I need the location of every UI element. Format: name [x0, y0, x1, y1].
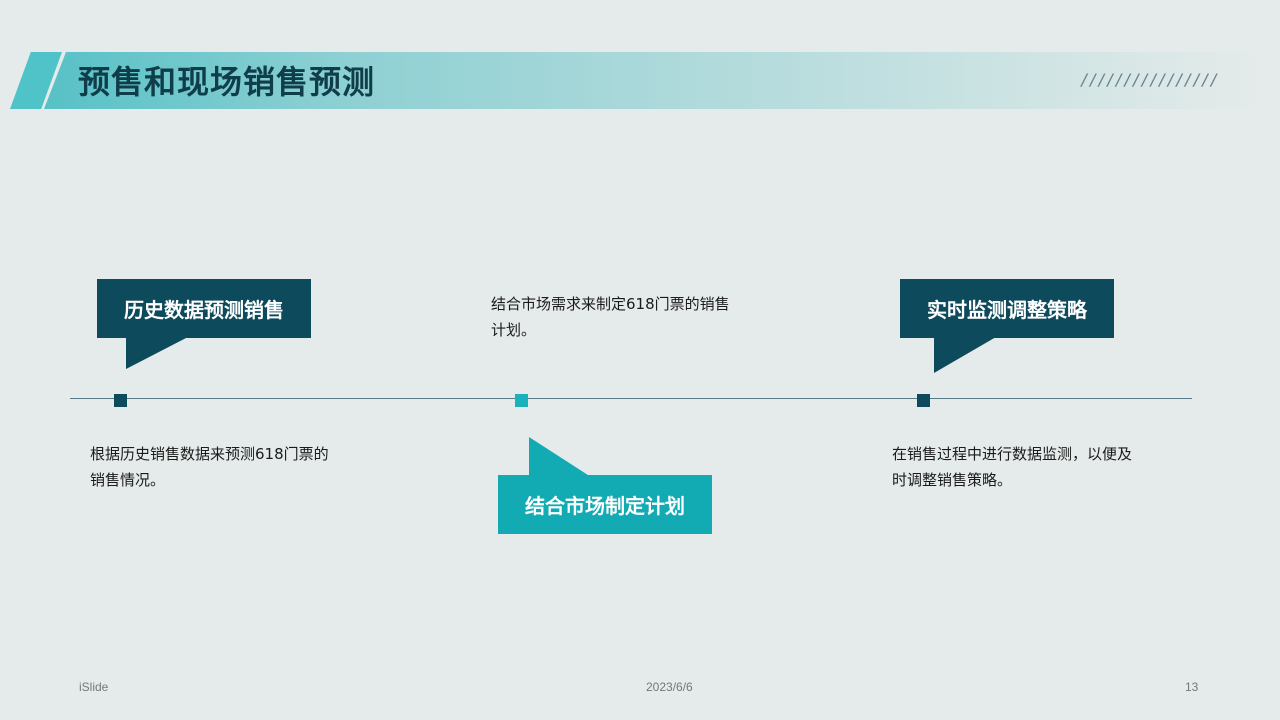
step-3-description: 在销售过程中进行数据监测，以便及 时调整销售策略。: [892, 441, 1182, 493]
footer-date: 2023/6/6: [646, 680, 693, 694]
timeline-marker-2: [515, 394, 528, 407]
step-1-description-line-2: 销售情况。: [90, 471, 166, 489]
timeline-line: [70, 398, 1192, 399]
step-1-description-line-1: 根据历史销售数据来预测618门票的: [90, 445, 329, 463]
title-banner: [44, 52, 1264, 109]
step-3-description-line-2: 时调整销售策略。: [892, 471, 1013, 489]
step-2-heading: 结合市场制定计划: [525, 494, 685, 518]
step-3-callout: 实时监测调整策略: [900, 279, 1114, 338]
step-2-description-line-1: 结合市场需求来制定618门票的销售: [491, 295, 730, 313]
step-3-heading: 实时监测调整策略: [927, 298, 1087, 322]
step-2-callout-tail: [529, 437, 591, 477]
timeline-marker-1: [114, 394, 127, 407]
step-2-description-line-2: 计划。: [491, 321, 537, 339]
step-2-callout: 结合市场制定计划: [498, 475, 712, 534]
title-decoration: ////////////////: [1080, 70, 1219, 89]
step-3-callout-tail: [934, 337, 996, 373]
step-1-heading: 历史数据预测销售: [124, 298, 284, 322]
footer-brand: iSlide: [79, 680, 109, 694]
step-1-description: 根据历史销售数据来预测618门票的 销售情况。: [90, 441, 370, 493]
step-1-callout-tail: [126, 337, 188, 369]
step-3-description-line-1: 在销售过程中进行数据监测，以便及: [892, 445, 1133, 463]
step-1-callout: 历史数据预测销售: [97, 279, 311, 338]
footer-page-number: 13: [1185, 680, 1199, 694]
page-title: 预售和现场销售预测: [78, 63, 376, 101]
step-2-description: 结合市场需求来制定618门票的销售 计划。: [491, 291, 771, 343]
timeline-marker-3: [917, 394, 930, 407]
